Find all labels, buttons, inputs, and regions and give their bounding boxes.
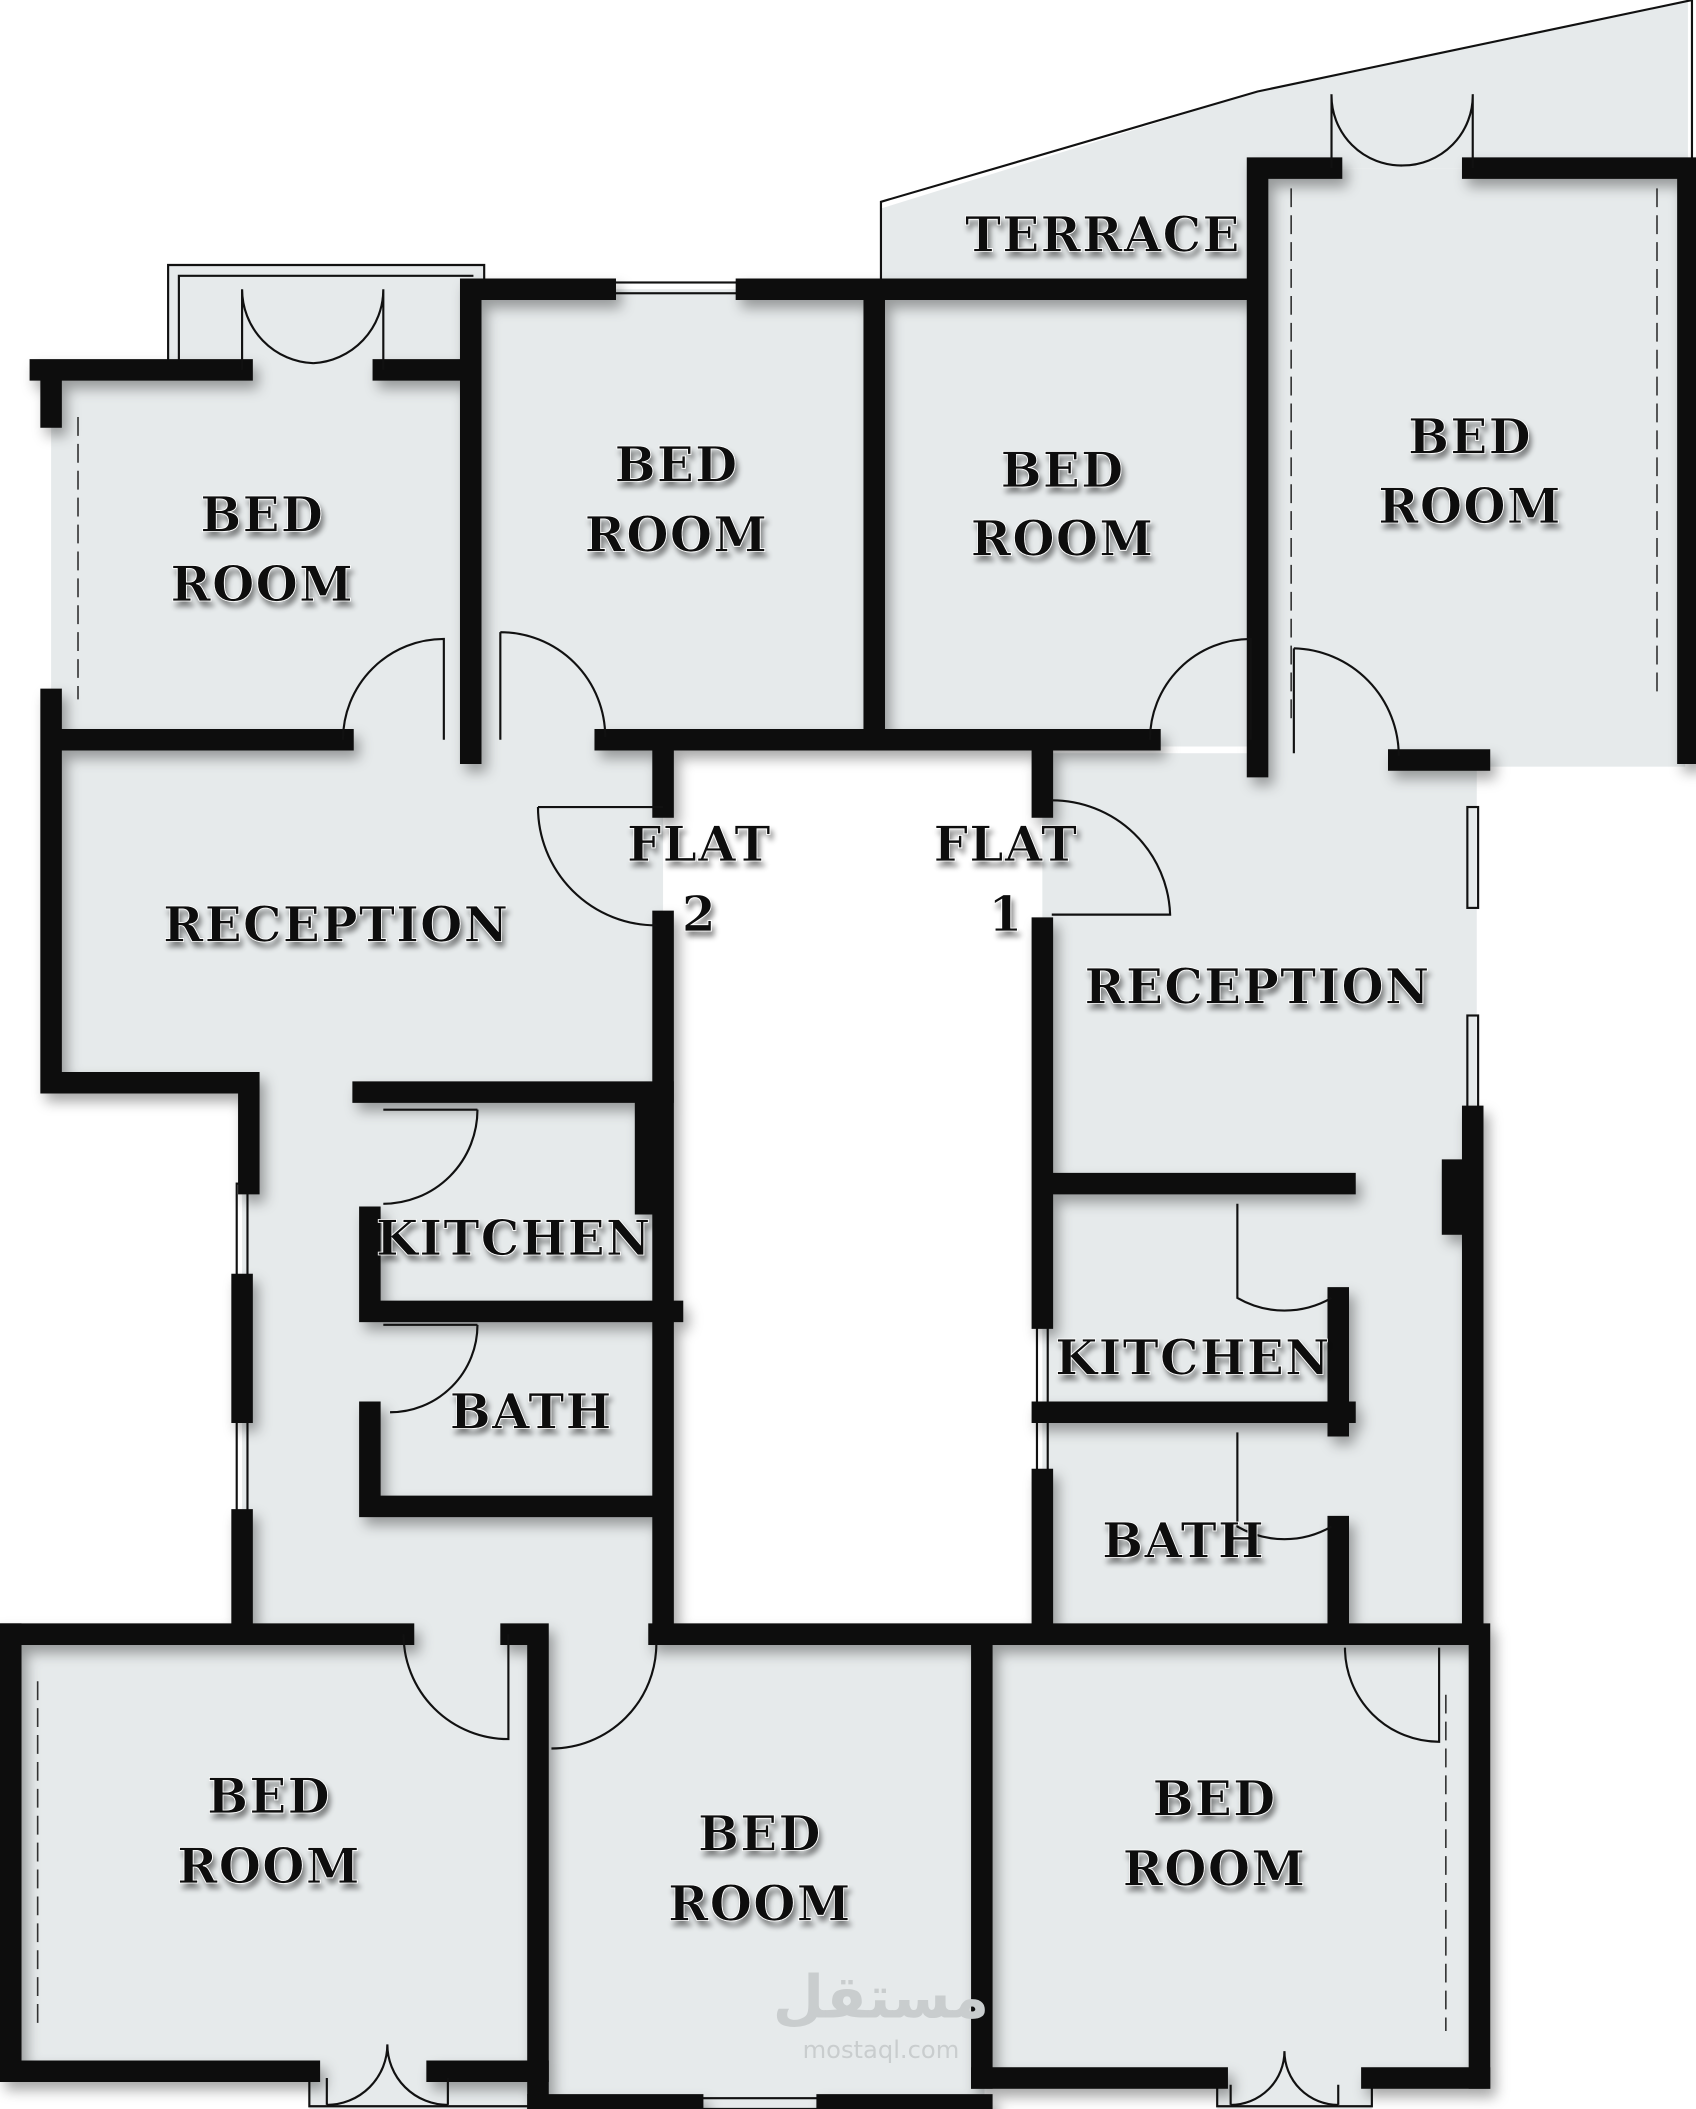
bedroom-label: ROOM: [171, 557, 355, 613]
bedroom-label: ROOM: [177, 1839, 361, 1895]
watermark-arabic: مستقل: [773, 1962, 989, 2031]
bedroom-4-floor: [1257, 168, 1686, 767]
flat2-reception-floor: [51, 739, 664, 1083]
doors: [241, 94, 1474, 2106]
flat2-label: FLAT: [627, 817, 772, 873]
bedroom-label: BED: [200, 487, 324, 543]
flat2-reception-label: RECEPTION: [163, 898, 509, 954]
balcony-outlines: [167, 0, 1694, 2108]
bedroom-label: BED: [1153, 1772, 1277, 1828]
door-arc: [241, 289, 385, 370]
flat2-number: 2: [682, 887, 717, 943]
flat2-bath-label: BATH: [450, 1384, 613, 1440]
bedroom-label: ROOM: [585, 507, 769, 563]
bedroom-6-floor: [537, 1634, 985, 2109]
flat1-reception-label: RECEPTION: [1084, 959, 1430, 1015]
bedroom-2-floor: [470, 289, 881, 747]
bedroom-label: ROOM: [1378, 479, 1562, 535]
bedroom-3-floor: [874, 289, 1265, 747]
floor-areas: [10, 0, 1688, 2109]
walls: [0, 157, 1696, 2109]
bedroom-label: BED: [207, 1769, 331, 1825]
flat1-number: 1: [989, 887, 1024, 943]
bedroom-label: BED: [1001, 443, 1125, 499]
flat1-label: FLAT: [934, 817, 1079, 873]
bedroom-label: BED: [1408, 409, 1532, 465]
top-left-balcony-floor: [168, 265, 485, 373]
watermark-logo: مستقل mostaql.com: [773, 1962, 989, 2063]
bedroom-1-floor: [51, 369, 475, 754]
flat2-kitchen-label: KITCHEN: [376, 1211, 652, 1267]
terrace-label: TERRACE: [965, 208, 1241, 264]
bedroom-7-floor: [981, 1634, 1477, 2079]
terrace-floor: [880, 0, 1688, 290]
bedroom-label: BED: [615, 438, 739, 494]
bedroom-label: ROOM: [668, 1877, 852, 1933]
flat1-bath-label: BATH: [1102, 1514, 1265, 1570]
bedroom-label: ROOM: [971, 512, 1155, 568]
bedroom-5-floor: [10, 1634, 543, 2076]
flat1-reception-floor: [1042, 753, 1477, 1641]
room-labels: TERRACE BED ROOM BED ROOM BED ROOM BED R…: [163, 207, 1562, 1933]
flat1-kitchen-label: KITCHEN: [1055, 1331, 1331, 1387]
bedroom-label: ROOM: [1123, 1842, 1307, 1898]
flat2-corridor-floor: [242, 1076, 664, 1641]
watermark-latin: mostaql.com: [803, 2036, 960, 2064]
bedroom-label: BED: [698, 1807, 822, 1863]
